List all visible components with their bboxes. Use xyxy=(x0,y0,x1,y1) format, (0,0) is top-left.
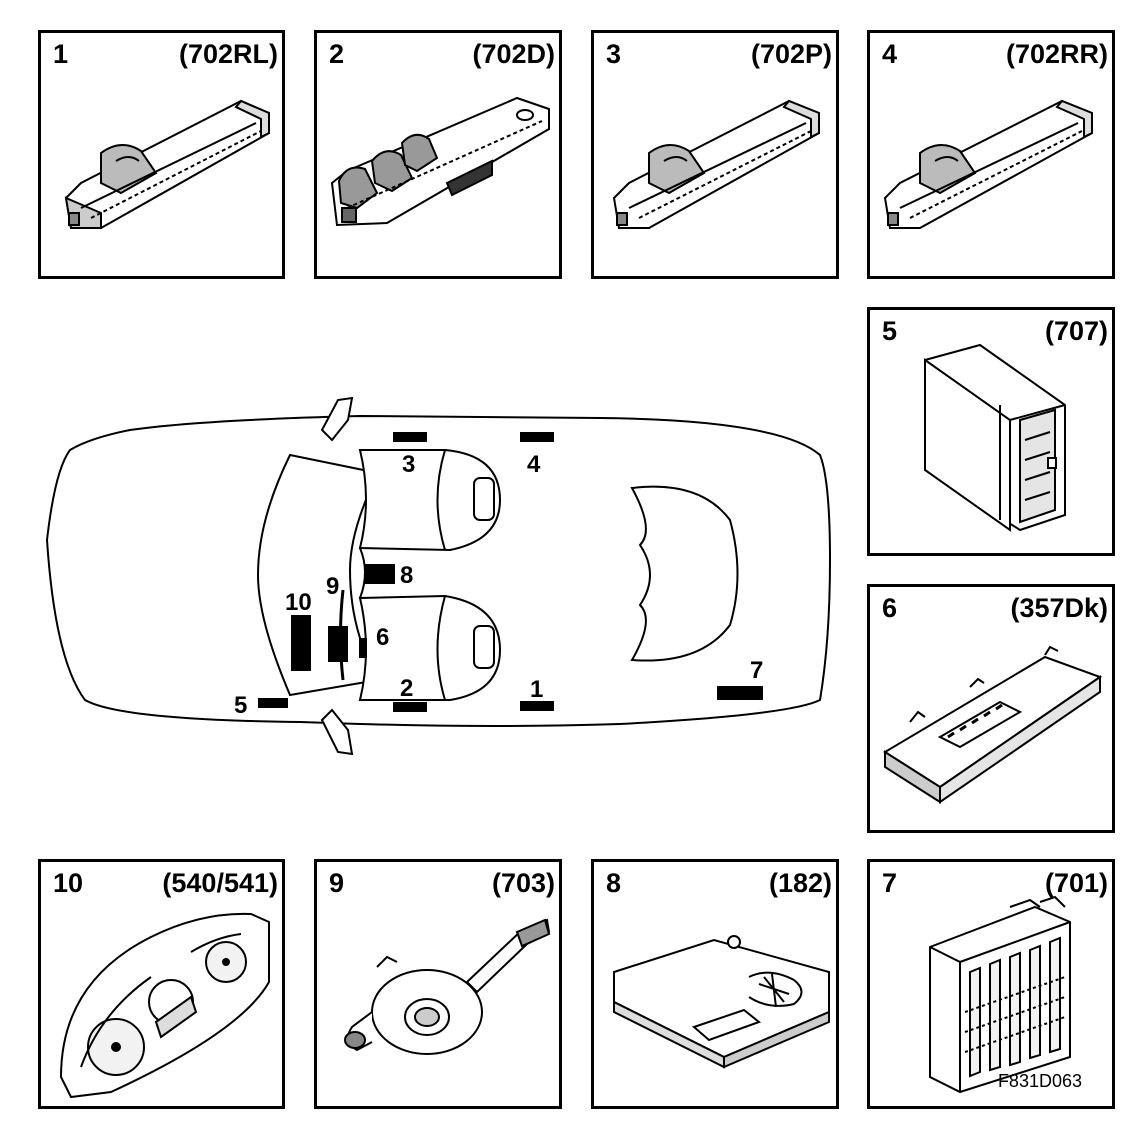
panel-8: 8 (182) xyxy=(591,859,839,1109)
panel-number: 8 xyxy=(606,868,622,898)
car-label-6: 6 xyxy=(376,624,389,651)
car-label-8: 8 xyxy=(400,562,413,589)
marker-1 xyxy=(520,701,554,711)
panel-number: 6 xyxy=(882,593,898,623)
panel-6: 6 (357Dk) xyxy=(867,584,1115,833)
marker-9 xyxy=(328,626,348,662)
marker-3 xyxy=(393,432,427,442)
car-label-7: 7 xyxy=(750,657,763,684)
window-switch-single-icon xyxy=(612,99,820,229)
marker-2 xyxy=(393,702,427,712)
window-switch-single-icon xyxy=(883,99,1093,229)
panel-code: (182) xyxy=(768,868,832,898)
control-module-icon xyxy=(924,343,1066,532)
figure-id: F831D063 xyxy=(997,1071,1082,1091)
car-label-9: 9 xyxy=(326,573,339,600)
panel-10: 10 (540/541) xyxy=(38,859,285,1109)
car-label-5: 5 xyxy=(234,692,247,719)
car-label-10: 10 xyxy=(285,589,312,616)
panel-2: 2 (702D) xyxy=(314,30,562,279)
car-label-4: 4 xyxy=(527,451,541,478)
panel-1: 1 (702RL) xyxy=(38,30,285,279)
car-top-view: 3 4 8 10 9 6 5 2 1 7 xyxy=(45,396,832,756)
panel-7: 7 (701) F831D063 xyxy=(867,859,1115,1109)
panel-9: 9 (703) xyxy=(314,859,562,1109)
control-module-flat-icon xyxy=(883,645,1103,804)
marker-6 xyxy=(359,638,367,658)
car-label-1: 1 xyxy=(530,676,543,703)
module-housing-icon xyxy=(613,935,830,1069)
window-switch-single-icon xyxy=(64,99,270,229)
panel-code: (703) xyxy=(491,868,555,898)
marker-5 xyxy=(258,698,288,708)
panel-3: 3 (702P) xyxy=(591,30,839,279)
panel-code: (357Dk) xyxy=(1010,593,1108,623)
marker-4 xyxy=(520,432,554,442)
panel-number: 4 xyxy=(882,39,898,69)
panel-number: 1 xyxy=(53,39,69,69)
car-label-3: 3 xyxy=(402,451,415,478)
panel-code: (702RL) xyxy=(178,39,278,69)
panel-code: (702RR) xyxy=(1005,39,1108,69)
panel-number: 10 xyxy=(53,868,84,898)
marker-7 xyxy=(717,686,763,700)
steering-column-switch-icon xyxy=(344,918,551,1055)
panel-code: (701) xyxy=(1044,868,1108,898)
panel-code: (702D) xyxy=(472,39,555,69)
panel-number: 7 xyxy=(882,868,898,898)
panel-5: 5 (707) xyxy=(867,307,1115,556)
panel-4: 4 (702RR) xyxy=(867,30,1115,279)
instrument-cluster-icon xyxy=(59,912,270,1099)
marker-10 xyxy=(291,615,311,671)
marker-8 xyxy=(365,564,395,584)
panel-number: 9 xyxy=(329,868,345,898)
panel-number: 3 xyxy=(606,39,622,69)
fuse-box-icon xyxy=(929,895,1071,1094)
panel-code: (702P) xyxy=(750,39,832,69)
panel-number: 5 xyxy=(882,316,898,346)
panel-code: (540/541) xyxy=(162,868,278,898)
window-switch-driver-icon xyxy=(330,96,550,227)
panel-number: 2 xyxy=(329,39,345,69)
panel-code: (707) xyxy=(1044,316,1108,346)
car-label-2: 2 xyxy=(400,675,413,702)
